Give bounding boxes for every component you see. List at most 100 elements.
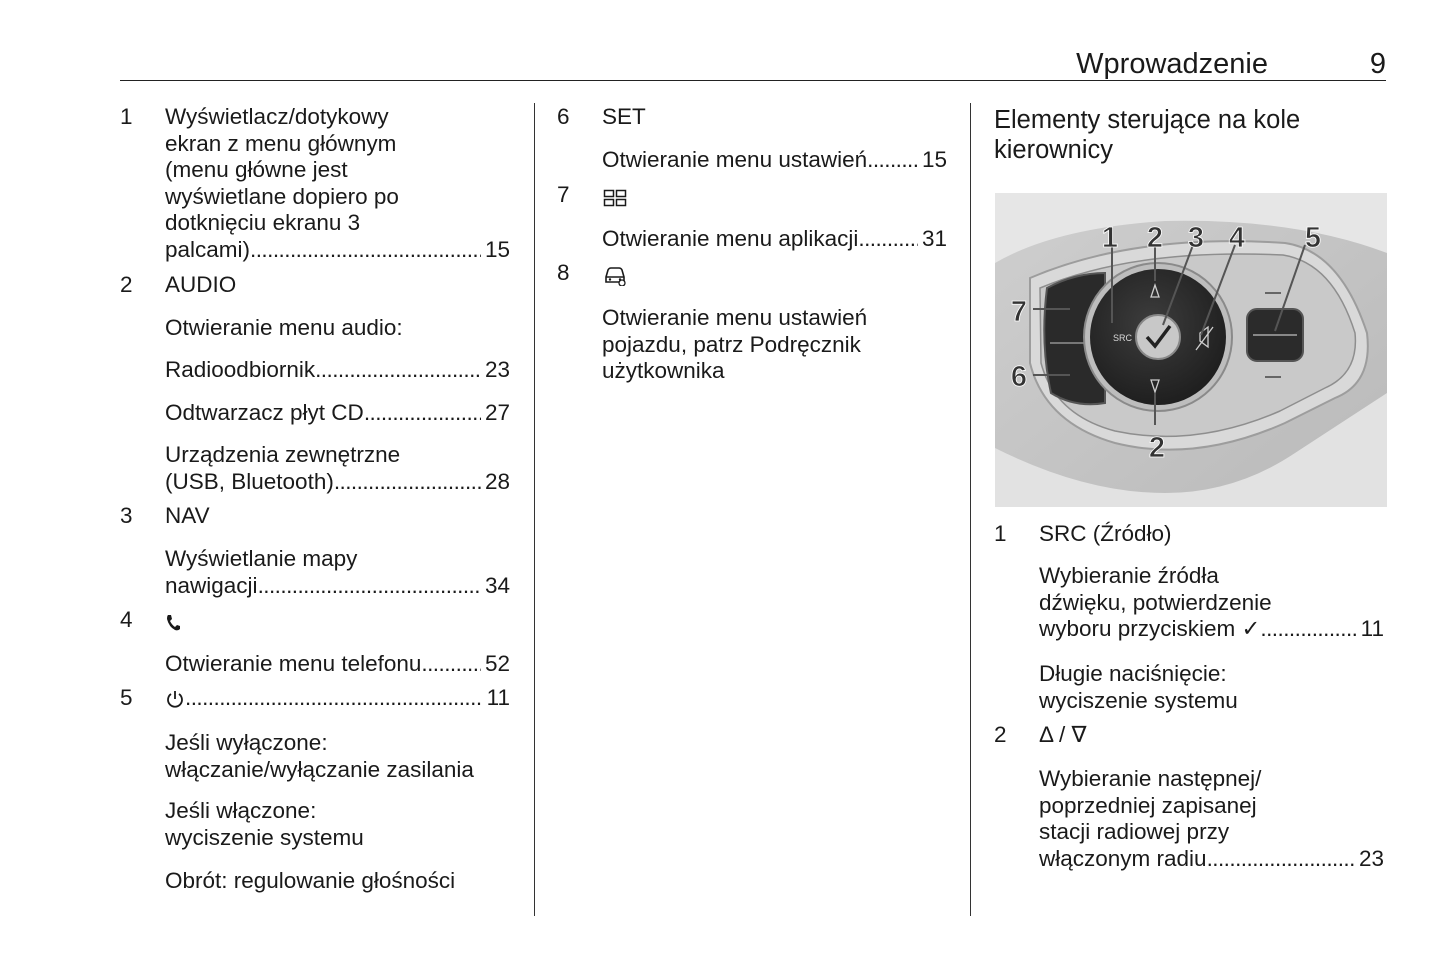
- column-divider-1: [534, 103, 535, 916]
- item-head-rest: (Źródło): [1086, 521, 1172, 546]
- page-number: 9: [1369, 48, 1386, 80]
- entry-text: Odtwarzacz płyt CD: [165, 400, 364, 425]
- column-divider-2: [970, 103, 971, 916]
- page-ref: 27: [484, 400, 510, 425]
- text-line: stacji radiowej przy: [1039, 819, 1230, 844]
- callout-4: 4: [1229, 222, 1245, 254]
- entry-text: wyboru przyciskiem ✓: [1039, 616, 1261, 641]
- toc-entry: Odtwarzacz płyt CD 27: [165, 400, 510, 427]
- item-1-description: Wybieranie źródła dźwięku, potwierdzenie…: [1039, 563, 1384, 643]
- page-ref: 28: [484, 468, 510, 494]
- item-head-strong: SRC: [1039, 521, 1087, 546]
- title-line: kierownicy: [994, 135, 1114, 164]
- text-line: wyciszenie systemu: [165, 824, 364, 850]
- toc-entry: wyboru przyciskiem ✓ 11: [1039, 616, 1384, 643]
- text-line: Wybieranie źródła: [1039, 563, 1219, 588]
- callout-7: 7: [1011, 296, 1027, 328]
- text-line: (menu główne jest: [165, 157, 348, 182]
- callout-6: 6: [1011, 361, 1027, 393]
- text-line: Jeśli włączone:: [165, 798, 317, 823]
- item-head: Δ / ∇: [1039, 722, 1087, 747]
- item-number: 7: [557, 182, 570, 207]
- item-number: 2: [994, 722, 1007, 747]
- text-line: użytkownika: [602, 358, 725, 383]
- item-number: 6: [557, 104, 570, 129]
- text-line: dotknięciu ekranu 3: [165, 210, 361, 235]
- entry-text: nawigacji: [165, 572, 258, 598]
- toc-entry: palcami) 15: [165, 237, 510, 264]
- page-ref: 11: [1360, 616, 1384, 641]
- toc-entry: 11: [165, 685, 510, 712]
- item-number: 5: [120, 685, 133, 710]
- entry-text: włączonym radiu: [1039, 845, 1207, 871]
- item-number: 2: [120, 272, 133, 297]
- item-number: 1: [120, 104, 133, 129]
- item-head: SRC (Źródło): [1039, 521, 1172, 548]
- item-head: NAV: [165, 503, 210, 528]
- item-5-on: Jeśli włączone: wyciszenie systemu: [165, 798, 364, 851]
- text-line: wyciszenie systemu: [1039, 687, 1238, 713]
- text-line: dźwięku, potwierdzenie: [1039, 589, 1272, 615]
- toc-entry: Radioodbiornik 23: [165, 357, 510, 384]
- car-settings-icon: [603, 262, 627, 289]
- item-1-description: Wyświetlacz/dotykowy ekran z menu główny…: [165, 104, 510, 263]
- item-2-description: Wybieranie następnej/ poprzedniej zapisa…: [1039, 766, 1384, 872]
- app-grid-icon: [603, 184, 627, 211]
- item-number: 4: [120, 607, 133, 632]
- item-2-external: Urządzenia zewnętrzne (USB, Bluetooth) 28: [165, 442, 510, 495]
- item-1-long-press: Długie naciśnięcie: wyciszenie systemu: [1039, 661, 1238, 714]
- callout-2: 2: [1147, 222, 1163, 254]
- entry-text: Otwieranie menu aplikacji: [602, 226, 859, 251]
- callout-3: 3: [1188, 222, 1204, 254]
- toc-entry: Otwieranie menu ustawień 15: [602, 147, 947, 174]
- text-line: Urządzenia zewnętrzne: [165, 442, 401, 467]
- text-line: pojazdu, patrz Podręcznik: [602, 331, 861, 357]
- phone-handset-icon: [165, 609, 181, 636]
- text-line: Wyświetlanie mapy: [165, 546, 358, 571]
- item-5-rotation: Obrót: regulowanie głośności: [165, 868, 456, 893]
- running-header-title: Wprowadzenie: [1076, 48, 1268, 80]
- callout-5: 5: [1305, 222, 1321, 254]
- text-line: Wyświetlacz/dotykowy: [165, 104, 389, 129]
- entry-text: palcami): [165, 236, 251, 262]
- photo-src-label: SRC: [1113, 333, 1133, 343]
- text-line: Otwieranie menu ustawień: [602, 305, 868, 330]
- text-line: poprzedniej zapisanej: [1039, 792, 1257, 818]
- toc-entry: (USB, Bluetooth) 28: [165, 469, 510, 496]
- section-title: Elementy sterujące na kole kierownicy: [994, 106, 1374, 165]
- item-number: 1: [994, 521, 1007, 546]
- toc-entry: Otwieranie menu telefonu52: [165, 651, 510, 678]
- toc-entry: nawigacji 34: [165, 573, 510, 600]
- text-line: ekran z menu głównym: [165, 130, 397, 156]
- page-ref: 34: [484, 572, 510, 598]
- item-number: 8: [557, 260, 570, 285]
- page-ref: 15: [484, 236, 510, 262]
- item-subtitle: Otwieranie menu audio:: [165, 315, 403, 340]
- power-icon: [165, 685, 185, 712]
- toc-entry: Otwieranie menu aplikacji 31: [602, 226, 947, 253]
- text-line: Długie naciśnięcie:: [1039, 661, 1227, 686]
- text-line: Wybieranie następnej/: [1039, 766, 1262, 791]
- item-3-description: Wyświetlanie mapy nawigacji 34: [165, 546, 510, 599]
- header-rule: [120, 80, 1386, 81]
- entry-text: Otwieranie menu ustawień: [602, 147, 868, 172]
- page-ref: 23: [484, 357, 510, 382]
- entry-text: (USB, Bluetooth): [165, 468, 334, 494]
- page-ref: 11: [486, 685, 510, 710]
- page-ref: 31: [921, 226, 947, 251]
- callout-1: 1: [1102, 222, 1118, 254]
- item-head: AUDIO: [165, 272, 237, 297]
- item-8-description: Otwieranie menu ustawień pojazdu, patrz …: [602, 305, 947, 385]
- item-head: SET: [602, 104, 646, 129]
- page-ref: 52: [484, 651, 510, 676]
- text-line: wyświetlane dopiero po: [165, 183, 399, 209]
- text-line: włączanie/wyłączanie zasilania: [165, 756, 474, 782]
- text-line: Jeśli wyłączone:: [165, 730, 328, 755]
- item-5-off: Jeśli wyłączone: włączanie/wyłączanie za…: [165, 730, 474, 783]
- item-number: 3: [120, 503, 133, 528]
- callout-2-lower: 2: [1149, 432, 1165, 464]
- entry-text: Radioodbiornik: [165, 357, 316, 382]
- title-line: Elementy sterujące na kole: [994, 106, 1301, 134]
- page-ref: 23: [1358, 845, 1384, 871]
- page-ref: 15: [921, 147, 947, 172]
